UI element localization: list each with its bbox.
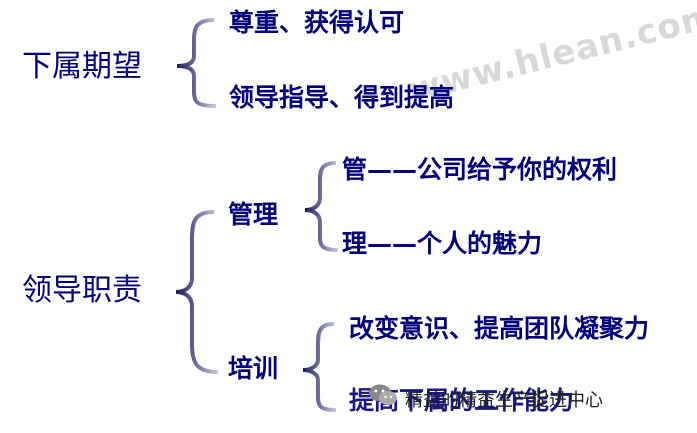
node-responsibilities: 领导职责: [22, 273, 142, 308]
node-expectations: 下属期望: [22, 49, 142, 84]
node-manage-charisma: 理——个人的魅力: [342, 229, 543, 258]
node-manage-power: 管——公司给予你的权利: [342, 155, 618, 184]
node-respect: 尊重、获得认可: [229, 8, 405, 37]
brace-manage: [304, 161, 339, 252]
wechat-icon: [369, 384, 397, 405]
brace-bottom: [175, 210, 219, 374]
footer-caption: 精益的精益生产促进中心: [405, 390, 603, 411]
brace-train: [302, 322, 337, 412]
node-manage: 管理: [228, 200, 279, 229]
node-train: 培训: [228, 354, 279, 383]
node-train-cohesion: 改变意识、提高团队凝聚力: [349, 314, 650, 343]
node-guidance: 领导指导、得到提高: [229, 83, 455, 112]
brace-top: [176, 18, 217, 108]
